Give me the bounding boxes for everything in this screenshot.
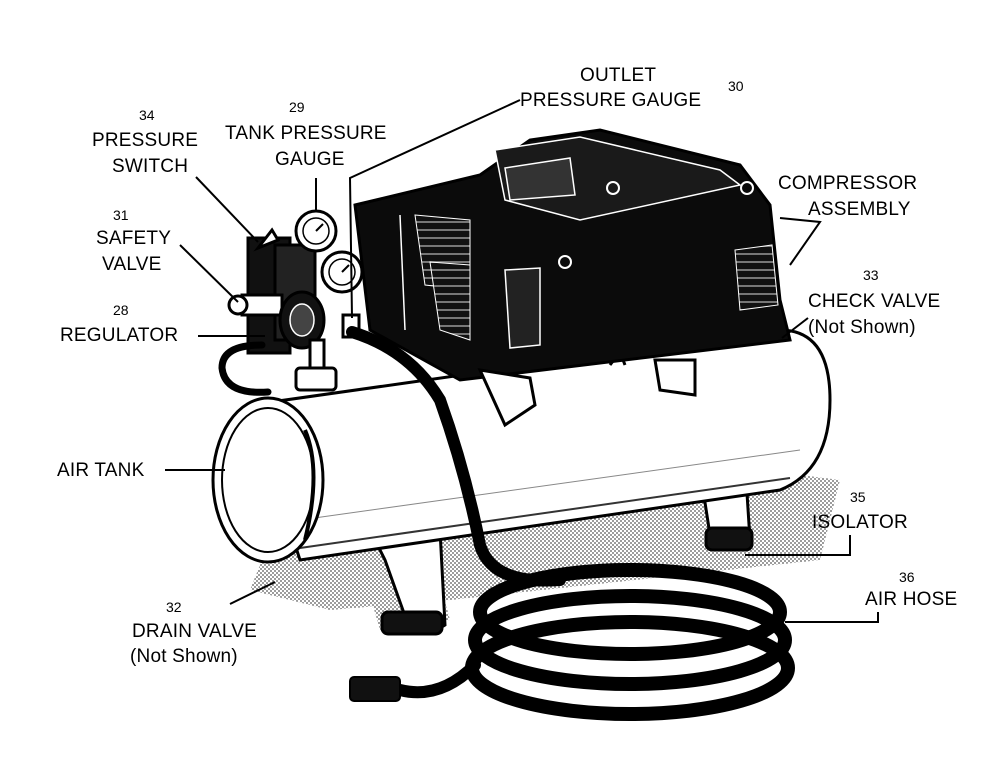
label-number-36: 36 (899, 569, 915, 585)
label-outlet-pressure-gauge-line2: PRESSURE GAUGE (520, 90, 702, 111)
leader-lines (165, 99, 879, 623)
label-drain-valve-line2: (Not Shown) (130, 646, 238, 667)
label-drain-valve-line1: DRAIN VALVE (132, 621, 258, 642)
label-outlet-pressure-gauge-line1: OUTLET (580, 65, 657, 86)
label-pressure-switch-line2: SWITCH (112, 156, 189, 177)
label-tank-pressure-gauge-line1: TANK PRESSURE (225, 123, 387, 144)
manifold-assembly (227, 209, 364, 392)
label-compressor-assembly-line1: COMPRESSOR (778, 173, 918, 194)
label-number-33: 33 (863, 267, 879, 283)
label-number-31: 31 (113, 207, 129, 223)
label-compressor-assembly-line2: ASSEMBLY (808, 199, 911, 220)
label-number-34: 34 (139, 107, 155, 123)
label-air-hose: AIR HOSE (865, 589, 958, 610)
label-regulator: REGULATOR (60, 325, 179, 346)
label-tank-pressure-gauge-line2: GAUGE (275, 149, 345, 170)
label-check-valve-line1: CHECK VALVE (808, 291, 941, 312)
label-number-29: 29 (289, 99, 305, 115)
label-safety-valve-line1: SAFETY (96, 228, 172, 249)
label-isolator: ISOLATOR (812, 512, 908, 533)
label-check-valve-line2: (Not Shown) (808, 317, 916, 338)
label-number-35: 35 (850, 489, 866, 505)
label-air-tank: AIR TANK (57, 460, 145, 481)
label-number-32: 32 (166, 599, 182, 615)
label-number-30: 30 (728, 78, 744, 94)
label-pressure-switch-line1: PRESSURE (92, 130, 199, 151)
compressor-assembly (353, 128, 792, 428)
label-number-28: 28 (113, 302, 129, 318)
air-hose (218, 326, 795, 721)
label-safety-valve-line2: VALVE (102, 254, 162, 275)
